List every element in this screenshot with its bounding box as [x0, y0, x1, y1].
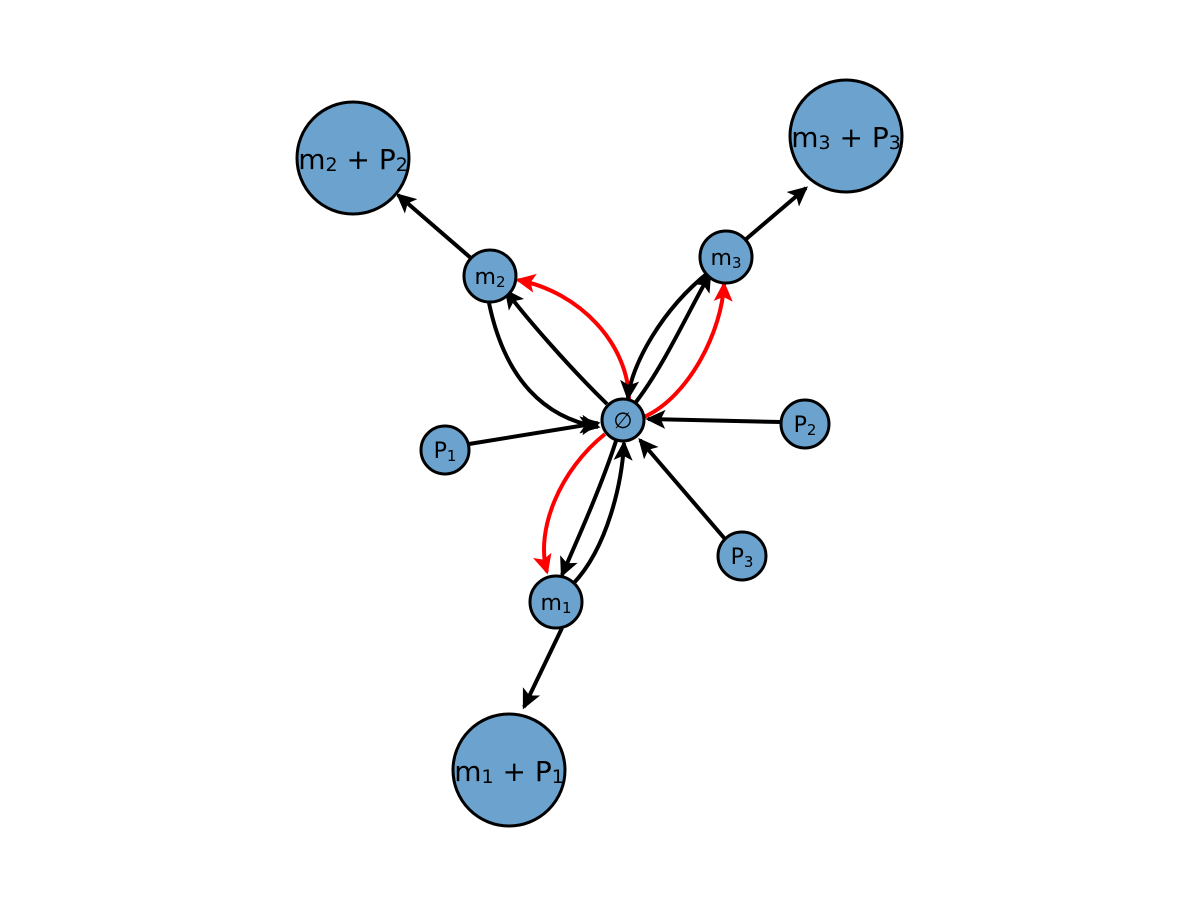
- label-text: P: [434, 439, 447, 464]
- edge-empty-to-m2: [515, 273, 631, 400]
- edge-m1-to-m1_P1: [522, 627, 564, 710]
- node-shape-empty[interactable]: [600, 397, 646, 443]
- edge-m2-to-empty: [487, 302, 601, 434]
- node-m3[interactable]: m3: [698, 229, 754, 285]
- label-text: + P: [494, 755, 552, 788]
- label-text: ∅: [613, 409, 632, 434]
- node-label-P2: P2: [794, 413, 817, 440]
- label-subscript: 1: [481, 766, 493, 788]
- node-label-m1_P1: m1 + P1: [454, 755, 564, 789]
- label-subscript: 3: [818, 132, 830, 154]
- node-shape-P2[interactable]: [779, 398, 831, 450]
- node-label-m3_P3: m3 + P3: [791, 121, 901, 155]
- label-text: P: [794, 413, 807, 438]
- edge-empty-to-m3: [643, 281, 733, 419]
- label-subscript: 3: [744, 553, 754, 571]
- edges-layer: [396, 186, 808, 710]
- node-empty[interactable]: ∅: [600, 397, 646, 443]
- node-label-m1: m1: [541, 591, 572, 618]
- edge-empty-to-m1: [560, 440, 618, 578]
- label-text: m: [711, 246, 732, 271]
- label-text: m: [791, 121, 818, 154]
- label-subscript: 2: [496, 273, 506, 291]
- label-subscript: 3: [732, 254, 742, 272]
- edge-m3-to-m3_P3: [743, 186, 808, 242]
- node-label-P3: P3: [731, 545, 754, 572]
- label-text: + P: [831, 121, 889, 154]
- edge-P3-to-empty: [638, 438, 727, 541]
- edge-empty-to-m1: [533, 432, 607, 575]
- node-label-m2_P2: m2 + P2: [298, 143, 408, 177]
- node-shape-m1[interactable]: [528, 574, 584, 630]
- node-m2_P2[interactable]: m2 + P2: [295, 100, 411, 216]
- node-shape-m1_P1[interactable]: [451, 712, 567, 828]
- label-text: P: [731, 545, 744, 570]
- edge-P2-to-empty: [645, 409, 782, 429]
- edge-empty-to-m3: [634, 271, 712, 404]
- label-subscript: 3: [889, 132, 901, 154]
- label-subscript: 2: [807, 421, 817, 439]
- node-shape-P1[interactable]: [419, 424, 471, 476]
- node-shape-m2_P2[interactable]: [295, 100, 411, 216]
- label-subscript: 2: [396, 154, 408, 176]
- node-label-P1: P1: [434, 439, 457, 466]
- node-P3[interactable]: P3: [716, 530, 768, 582]
- label-text: m: [541, 591, 562, 616]
- node-m1[interactable]: m1: [528, 574, 584, 630]
- node-label-empty: ∅: [613, 409, 632, 434]
- node-m1_P1[interactable]: m1 + P1: [451, 712, 567, 828]
- label-text: + P: [338, 143, 396, 176]
- edge-m2-to-m2_P2: [396, 193, 474, 261]
- node-P1[interactable]: P1: [419, 424, 471, 476]
- label-subscript: 2: [325, 154, 337, 176]
- node-shape-m3_P3[interactable]: [788, 78, 904, 194]
- edge-m3-to-empty: [620, 270, 711, 401]
- node-shape-m2[interactable]: [462, 248, 518, 304]
- node-P2[interactable]: P2: [779, 398, 831, 450]
- label-subscript: 1: [562, 599, 572, 617]
- node-m2[interactable]: m2: [462, 248, 518, 304]
- node-shape-m3[interactable]: [698, 229, 754, 285]
- node-shape-P3[interactable]: [716, 530, 768, 582]
- label-text: m: [454, 755, 481, 788]
- edge-P1-to-empty: [468, 416, 601, 446]
- node-label-m2: m2: [475, 265, 506, 292]
- edge-m1-to-empty: [571, 440, 633, 586]
- node-label-m3: m3: [711, 246, 742, 273]
- label-subscript: 1: [552, 766, 564, 788]
- label-subscript: 1: [447, 447, 457, 465]
- label-text: m: [298, 143, 325, 176]
- label-text: m: [475, 265, 496, 290]
- edge-empty-to-m2: [504, 288, 609, 406]
- node-m3_P3[interactable]: m3 + P3: [788, 78, 904, 194]
